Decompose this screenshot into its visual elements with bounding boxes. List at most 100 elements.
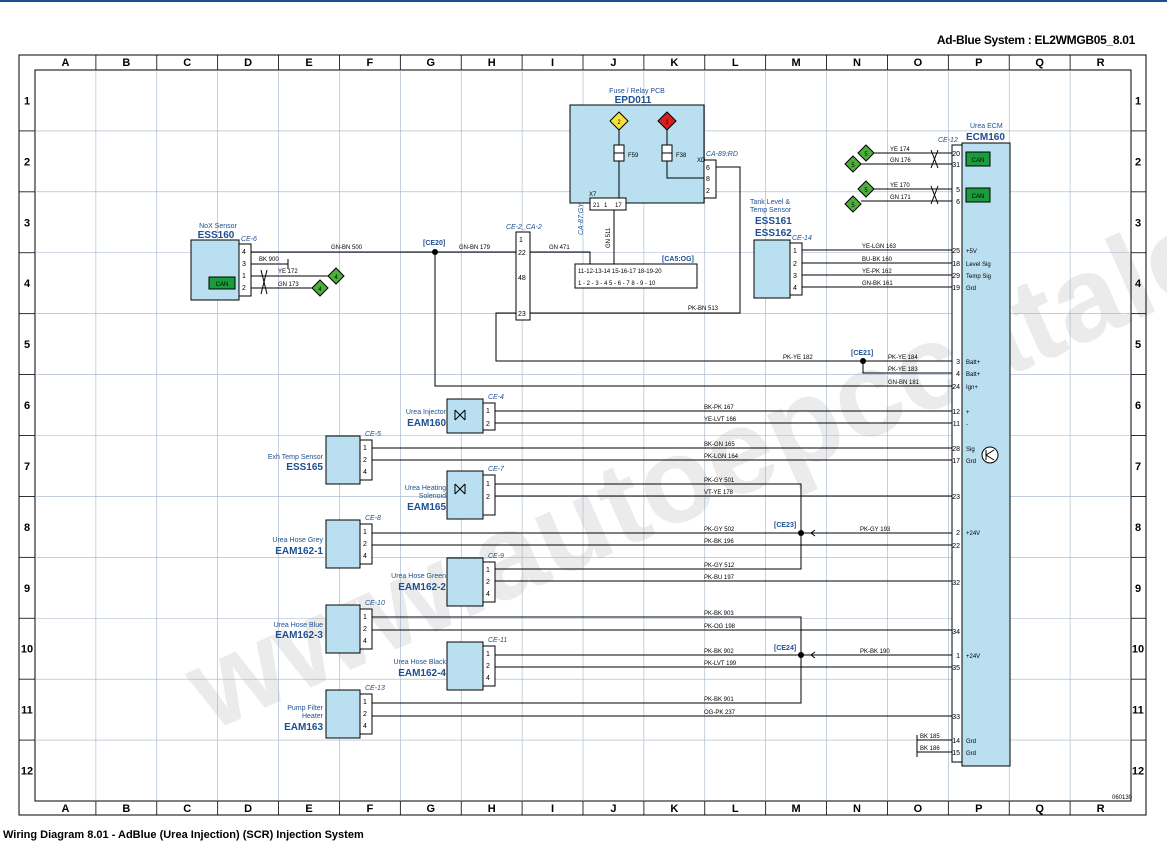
grid-row-label: 7 — [24, 461, 30, 473]
nox-sensor-label: NoX Sensor — [199, 223, 237, 230]
grid-col-label: E — [305, 803, 312, 815]
ca5-row1: 11-12-13-14 15-16-17 18-19-20 — [578, 269, 662, 275]
grid-row-label: 9 — [1135, 583, 1141, 595]
grid-row-label: 7 — [1135, 461, 1141, 473]
ce13-label: CE-13 — [365, 685, 385, 692]
wire-yelgn163-label: YE-LGN 163 — [862, 244, 897, 250]
ecm-signal-labels: +5V Level Sig Temp Sig Grd Batt+ Batt+ I… — [966, 249, 991, 757]
ca87-label: CA-87:GY — [578, 202, 585, 235]
ca89-label: CA-89:RD — [706, 151, 738, 158]
grid-row-label: 1 — [24, 95, 30, 107]
wire-pkgy502-label: PK-GY 502 — [704, 527, 735, 533]
wire-gnbn179-label: GN-BN 179 — [459, 245, 491, 251]
grid-col-label: L — [732, 57, 739, 69]
fuse-relay-pcb-box — [569, 104, 705, 204]
exh-temp-box — [325, 435, 361, 485]
wire-gn171-label: GN 171 — [890, 195, 911, 201]
tank-code2: ESS162 — [755, 228, 792, 239]
ecm-sig-24v-b: +24V — [966, 654, 980, 660]
hose-green-label: Urea Hose Green — [391, 573, 446, 580]
wire-pklgn164-label: PK-LGN 164 — [704, 454, 739, 460]
ecm-pin-15: 15 — [952, 750, 960, 757]
wire-pkye184-label: PK-YE 184 — [888, 355, 918, 361]
grid-col-label: M — [792, 57, 801, 69]
grid-row-label: 1 — [1135, 95, 1141, 107]
wire-bk900-label: BK 900 — [259, 257, 279, 263]
ce10-pin1: 1 — [363, 614, 367, 621]
ecm-can2-icon — [965, 187, 991, 203]
ce7-connector — [482, 474, 496, 516]
diamond-5b-label: 5 — [851, 163, 855, 169]
page-ref: 060130 — [1112, 795, 1133, 801]
twist-170-icon — [930, 185, 939, 205]
x7-label: X7 — [589, 192, 597, 198]
ecm-pin-5: 5 — [956, 187, 960, 194]
wire-pkbk901-label: PK-BK 901 — [704, 697, 734, 703]
tank-code1: ESS161 — [755, 216, 792, 227]
wire-bkpk167-label: BK-PK 167 — [704, 405, 734, 411]
ca87-pin1: 1 — [604, 203, 608, 209]
grid-row-label: 8 — [24, 522, 30, 534]
heating-valve-icon — [454, 483, 466, 495]
ce6-pin3: 3 — [242, 261, 246, 268]
ecm-pin-33: 33 — [952, 714, 960, 721]
grid-row-label: 12 — [1132, 766, 1144, 778]
diamond-4b-label: 4 — [318, 287, 322, 293]
diamond-5d-label: 5 — [851, 203, 855, 209]
grid-row-label: 10 — [21, 644, 33, 656]
wire-bubk160-label: BU-BK 160 — [862, 257, 893, 263]
ce14-pin2: 2 — [793, 261, 797, 268]
grid-col-label: E — [305, 57, 312, 69]
wire-pkgy512 — [495, 533, 802, 570]
twist-174-icon — [930, 149, 939, 169]
diamond-5c-icon — [857, 180, 875, 198]
ca89-connector — [703, 159, 717, 199]
diamond-4a-icon — [327, 267, 345, 285]
grid-col-label: H — [488, 803, 496, 815]
diamond-1-label: 1 — [665, 120, 669, 126]
fuse-f38-label: F38 — [676, 153, 687, 159]
ce8-label: CE-8 — [365, 515, 381, 522]
wire-bk186-label: BK 186 — [920, 746, 940, 752]
ce12-connector — [951, 144, 963, 763]
ecm-pin-35: 35 — [952, 665, 960, 672]
ecm-sig-24v-a: +24V — [966, 531, 980, 537]
grid-col-label: Q — [1035, 803, 1044, 815]
ce14-pin3: 3 — [793, 273, 797, 280]
grid-col-label: K — [670, 803, 678, 815]
injector-valve-icon — [454, 409, 466, 421]
fuse-pcb-label: Fuse / Relay PCB — [609, 88, 665, 95]
wire-pkye182 — [495, 312, 860, 362]
ce2-pin48: 48 — [518, 275, 526, 282]
ce5-pin2: 2 — [363, 457, 367, 464]
ecm-sig-minus: - — [966, 422, 968, 428]
ca5-connector — [574, 263, 698, 289]
ecm-pin-22: 22 — [952, 543, 960, 550]
ecm-pin-4: 4 — [956, 371, 960, 378]
heating-solenoid-box — [446, 470, 484, 520]
urea-injector-code: EAM160 — [407, 418, 446, 429]
grid-col-label: N — [853, 57, 861, 69]
fuse-f59-label: F59 — [628, 153, 639, 159]
grid-col-label: B — [122, 57, 130, 69]
grid-col-label: C — [183, 803, 191, 815]
grid-col-label: D — [244, 57, 252, 69]
ecm-pin-20: 20 — [952, 151, 960, 158]
ce11-pin2: 2 — [486, 663, 490, 670]
ce11-connector — [482, 645, 496, 687]
ce20-label: [CE20] — [423, 240, 445, 247]
ecm-sig-temp: Temp Sig — [966, 274, 991, 280]
wire-gnbn500-label: GN-BN 500 — [331, 245, 363, 251]
wire-gn176-label: GN 176 — [890, 158, 911, 164]
hose-blue-box — [325, 604, 361, 654]
ecm-pin-19: 19 — [952, 285, 960, 292]
ecm-sig-batt1: Batt+ — [966, 360, 981, 366]
hose-black-box — [446, 641, 484, 691]
wire-pkgy512-label: PK-GY 512 — [704, 563, 735, 569]
ce4-connector — [482, 402, 496, 431]
wire-pkbk196-label: PK-BK 196 — [704, 539, 734, 545]
grid-col-label: L — [732, 803, 739, 815]
ecm-sig-grd14: Grd — [966, 739, 976, 745]
wire-pkbn513 — [523, 166, 741, 314]
ce7-label: CE-7 — [488, 466, 505, 473]
